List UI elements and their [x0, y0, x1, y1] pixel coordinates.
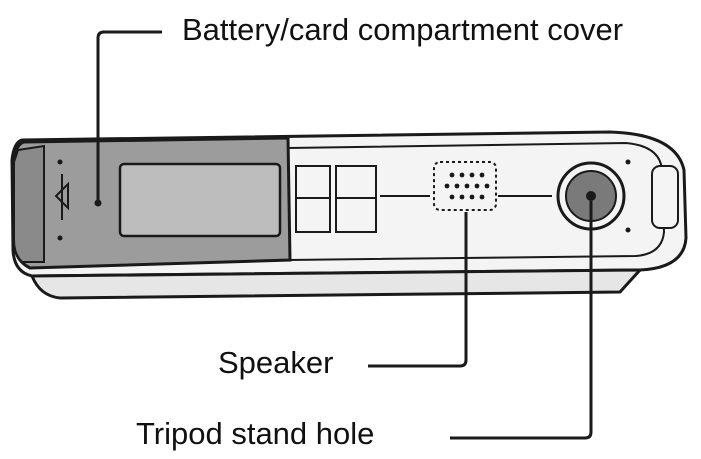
body-screw-bottom	[625, 227, 631, 233]
leader-line-battery-cover	[96, 30, 162, 200]
cover-screw-top	[57, 159, 63, 165]
strap-lug	[651, 165, 679, 229]
label-tripod-hole: Tripod stand hole	[136, 416, 375, 451]
cover-latch	[13, 144, 45, 263]
leader-line-tripod	[450, 201, 593, 440]
leader-line-speaker	[368, 212, 468, 368]
speaker-holes	[444, 172, 490, 200]
cover-screw-bottom	[57, 235, 63, 241]
cover-label-panel	[118, 162, 282, 238]
label-battery-cover: Battery/card compartment cover	[182, 12, 624, 47]
camera-base-bevel	[29, 268, 644, 300]
body-screw-top	[625, 159, 631, 165]
cover-dot	[94, 199, 102, 207]
tripod-socket-hole	[586, 191, 596, 201]
speaker-grille	[433, 161, 497, 211]
label-speaker: Speaker	[218, 345, 334, 380]
